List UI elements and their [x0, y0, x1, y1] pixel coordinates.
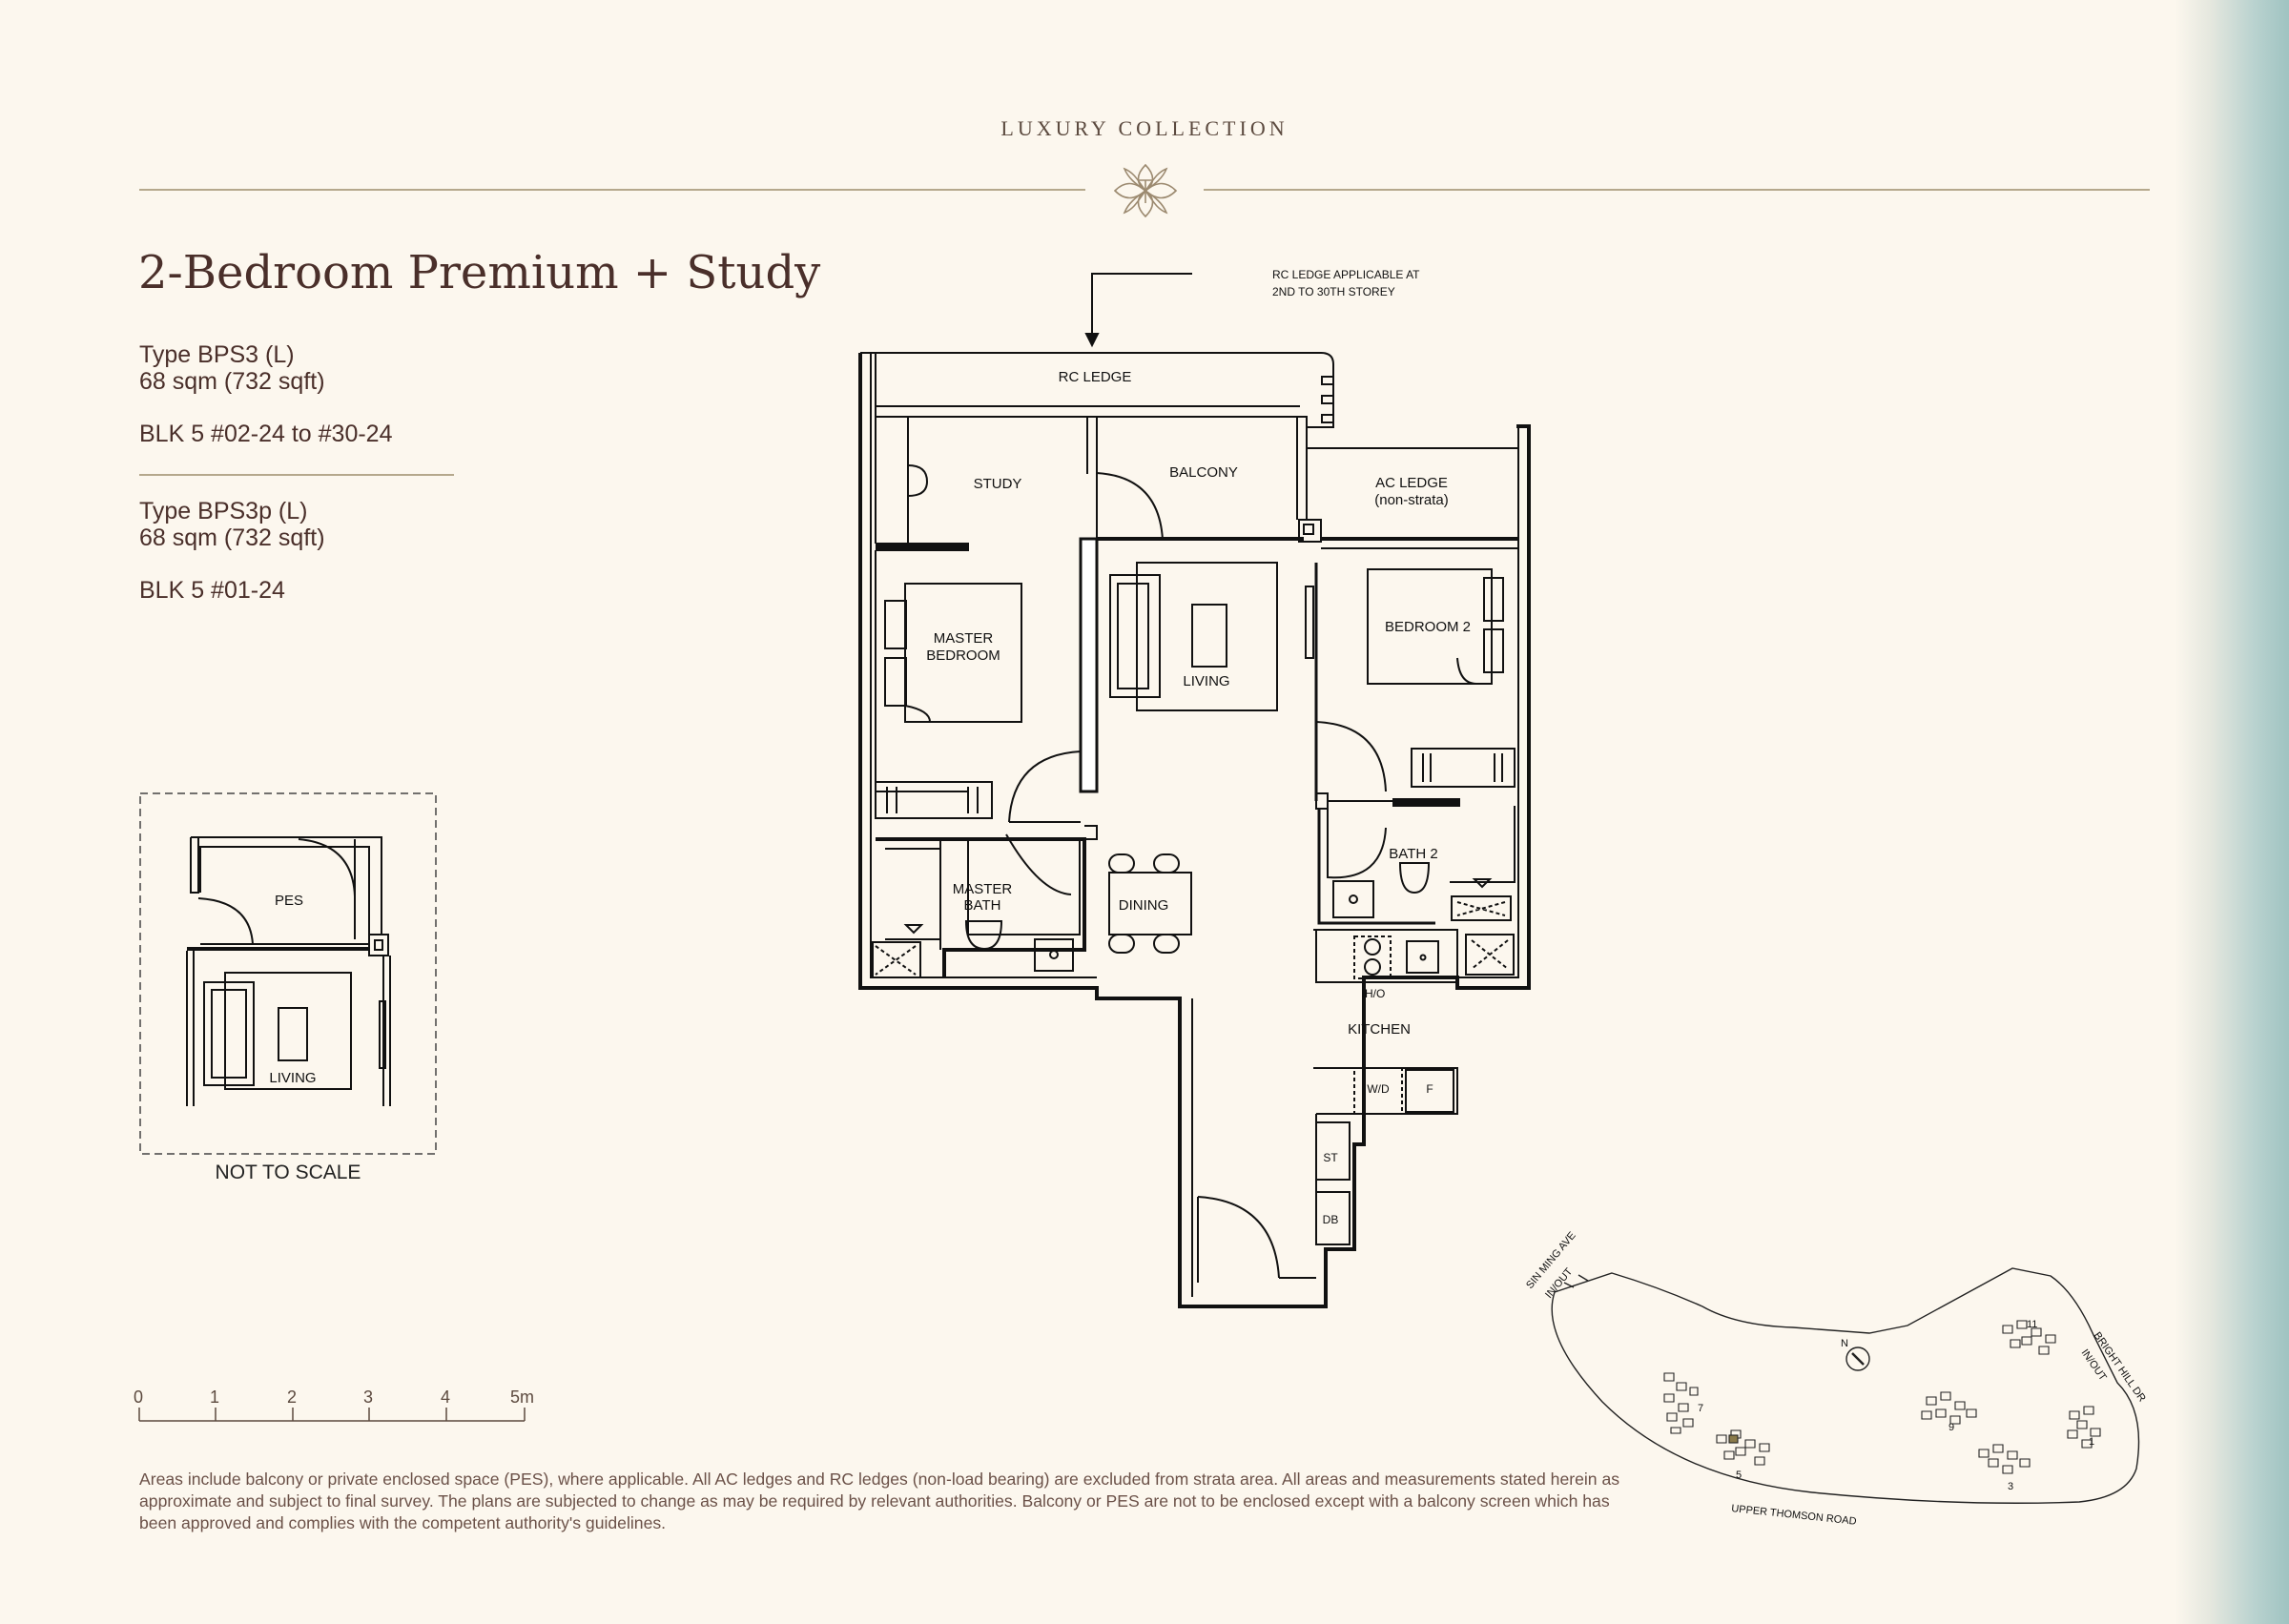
disclaimer-text: Areas include balcony or private enclose… [139, 1470, 1620, 1532]
label-db: DB [1323, 1213, 1339, 1226]
label-study: STUDY [974, 476, 1022, 492]
scale-label-5m: 5m [510, 1388, 535, 1407]
block-label-1: 1 [2089, 1436, 2094, 1448]
page-edge-gradient [2175, 0, 2289, 1624]
road-sin-ming: SIN MING AVE [1524, 1230, 1578, 1291]
scale-label-4: 4 [441, 1388, 451, 1407]
block-label-7: 7 [1698, 1403, 1703, 1414]
label-master-bedroom-2: BEDROOM [926, 648, 1000, 664]
block-label-11: 11 [2027, 1319, 2037, 1330]
inset-label-living: LIVING [269, 1070, 316, 1086]
north-label: N [1841, 1338, 1848, 1349]
leaf-emblem-icon [1113, 163, 1178, 218]
site-plan [1551, 1267, 2140, 1504]
not-to-scale-label: NOT TO SCALE [215, 1161, 361, 1183]
road-upper-thomson: UPPER THOMSON ROAD [1731, 1503, 1857, 1528]
type2-area: 68 sqm (732 sqft) [139, 524, 325, 551]
type-divider [139, 474, 454, 476]
scale-bar [138, 1408, 526, 1422]
type1-blk: BLK 5 #02-24 to #30-24 [139, 421, 393, 447]
label-master-bath-2: BATH [964, 897, 1001, 914]
label-balcony: BALCONY [1169, 464, 1238, 481]
type1-area: 68 sqm (732 sqft) [139, 368, 325, 395]
ledge-note-line2: 2ND TO 30TH STOREY [1272, 285, 1395, 298]
label-rc-ledge: RC LEDGE [1059, 369, 1132, 385]
label-iho: IH/O [1362, 987, 1386, 1000]
block-label-3: 3 [2008, 1481, 2013, 1492]
label-ac-ledge-note: (non-strata) [1374, 492, 1449, 508]
type2-name: Type BPS3p (L) [139, 498, 308, 524]
scale-label-0: 0 [134, 1388, 144, 1407]
label-master-bath-1: MASTER [953, 881, 1013, 897]
unit-title: 2-Bedroom Premium + Study [138, 246, 821, 299]
label-store: ST [1323, 1151, 1338, 1164]
header-rule-right [1204, 189, 2150, 191]
block-label-5: 5 [1736, 1470, 1742, 1481]
main-floor-plan [858, 273, 1531, 1308]
type1-name: Type BPS3 (L) [139, 341, 295, 368]
brand-title: LUXURY COLLECTION [1000, 116, 1289, 140]
scale-label-2: 2 [287, 1388, 298, 1407]
inset-label-pes: PES [275, 893, 303, 909]
scale-label-3: 3 [363, 1388, 374, 1407]
scale-label-1: 1 [210, 1388, 220, 1407]
block-label-9: 9 [1949, 1422, 1954, 1433]
inset-pes-plan [139, 792, 437, 1155]
label-living: LIVING [1183, 673, 1229, 689]
label-master-bedroom-1: MASTER [934, 630, 994, 647]
label-ac-ledge: AC LEDGE [1375, 475, 1448, 491]
label-fridge: F [1426, 1082, 1433, 1096]
header-rule-left [139, 189, 1085, 191]
ledge-note-line1: RC LEDGE APPLICABLE AT [1272, 268, 1420, 281]
label-dining: DINING [1119, 897, 1169, 914]
label-bedroom-2: BEDROOM 2 [1385, 619, 1471, 635]
label-wd: W/D [1367, 1082, 1390, 1096]
label-kitchen: KITCHEN [1348, 1021, 1411, 1038]
label-bath-2: BATH 2 [1389, 846, 1437, 862]
type2-blk: BLK 5 #01-24 [139, 577, 285, 604]
